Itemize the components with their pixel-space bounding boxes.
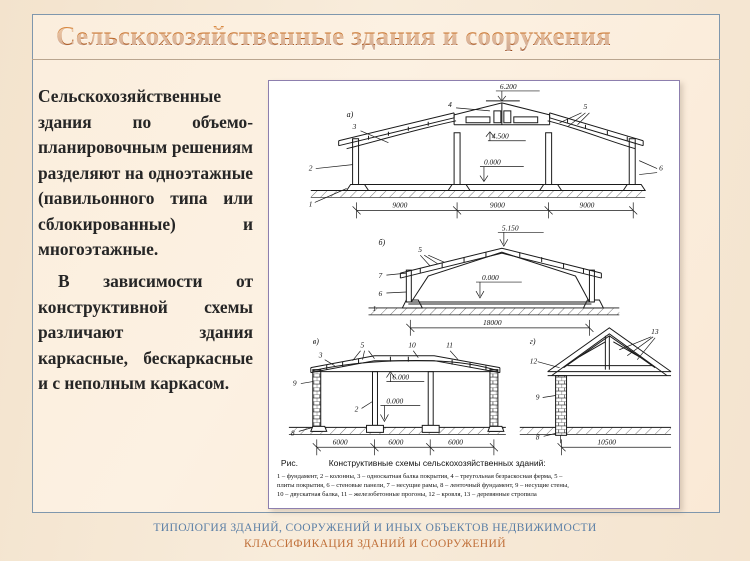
figure-caption: Рис. Конструктивные схемы сельскохозяйст… [277,458,569,498]
scheme-a: а) [309,82,663,219]
construction-schemes-drawing: а) [277,82,672,498]
svg-text:12: 12 [530,357,538,366]
svg-text:1: 1 [372,304,376,313]
svg-text:13: 13 [651,327,659,336]
svg-text:4: 4 [448,100,452,109]
svg-text:0.000: 0.000 [484,158,501,167]
scheme-g-dimensions: 10500 [557,437,672,456]
svg-text:0.000: 0.000 [386,396,403,405]
svg-text:6.000: 6.000 [392,373,409,382]
svg-text:0.000: 0.000 [482,273,499,282]
svg-text:5: 5 [361,341,365,350]
scheme-b-part-numbers: 1 5 6 7 [372,245,445,313]
scheme-b: б) [368,223,620,336]
scheme-b-label: б) [378,238,385,247]
svg-text:9: 9 [536,393,540,402]
footer-line-2: КЛАССИФИКАЦИЯ ЗДАНИЙ И СООРУЖЕНИЙ [244,537,506,550]
svg-text:5: 5 [583,102,587,111]
svg-text:3: 3 [318,351,323,360]
scheme-v-label: в) [313,337,319,346]
body-paragraph-1: Сельскохозяйственные здания по объемо-пл… [38,86,253,260]
svg-text:5.150: 5.150 [502,223,519,232]
svg-text:6: 6 [659,164,663,173]
scheme-v: в) [288,337,506,456]
svg-text:9000: 9000 [392,200,407,209]
scheme-a-dimensions: 9000 9000 9000 [352,200,638,219]
svg-text:6: 6 [378,289,382,298]
svg-text:10500: 10500 [597,437,616,446]
legend-line-2: плиты покрытия, 6 – стеновые панели, 7 –… [277,482,569,489]
scheme-g-label: г) [530,337,536,346]
body-text-column: Сельскохозяйственные здания по объемо-пл… [38,84,253,403]
svg-text:6.200: 6.200 [500,82,517,91]
figure-panel: а) [268,80,680,509]
svg-text:6000: 6000 [388,437,403,446]
footer-line-1: ТИПОЛОГИЯ ЗДАНИЙ, СООРУЖЕНИЙ И ИНЫХ ОБЪЕ… [153,521,597,534]
svg-text:18000: 18000 [483,318,502,327]
page-title: Сельскохозяйственные здания и сооружения [56,21,611,51]
svg-text:8: 8 [536,432,540,441]
svg-text:1: 1 [309,199,313,208]
svg-text:9000: 9000 [490,200,505,209]
svg-text:5: 5 [418,245,422,254]
svg-text:6000: 6000 [333,437,348,446]
svg-text:9: 9 [293,379,297,388]
svg-text:8: 8 [291,428,295,437]
scheme-v-elevations: 6.000 0.000 [380,371,425,423]
svg-text:7: 7 [378,271,382,280]
svg-text:4.500: 4.500 [492,132,509,141]
svg-text:6000: 6000 [448,437,463,446]
legend-line-1: 1 – фундамент, 2 – колонны, 3 – односкат… [277,473,563,480]
caption-title: Конструктивные схемы сельскохозяйственны… [329,458,546,468]
scheme-b-elevations: 5.150 0.000 [475,223,544,299]
svg-text:9000: 9000 [579,200,594,209]
slide-footer: ТИПОЛОГИЯ ЗДАНИЙ, СООРУЖЕНИЙ И ИНЫХ ОБЪЕ… [0,521,750,550]
scheme-v-dimensions: 6000 6000 6000 [312,437,499,456]
svg-text:3: 3 [352,122,357,131]
caption-prefix: Рис. [281,458,298,468]
scheme-b-dimensions: 18000 [406,318,594,336]
svg-text:11: 11 [446,341,453,350]
svg-text:2: 2 [309,164,313,173]
svg-text:10: 10 [408,341,416,350]
scheme-g-part-numbers: 8 9 12 13 [530,327,659,442]
scheme-g: г) [519,327,672,456]
svg-text:2: 2 [355,404,359,413]
slide-title-bar: Сельскохозяйственные здания и сооружения [32,14,720,60]
scheme-a-part-numbers: 1 2 3 4 5 6 [309,100,663,209]
legend-line-3: 10 – двускатная балка, 11 – железобетонн… [277,491,537,498]
scheme-a-elevations: 6.200 4.500 0.000 [479,82,540,183]
body-paragraph-2: В зависимости от конструктивной схемы ра… [38,271,253,394]
scheme-v-part-numbers: 2 3 5 8 9 10 11 [291,341,459,437]
scheme-a-label: а) [347,110,354,119]
